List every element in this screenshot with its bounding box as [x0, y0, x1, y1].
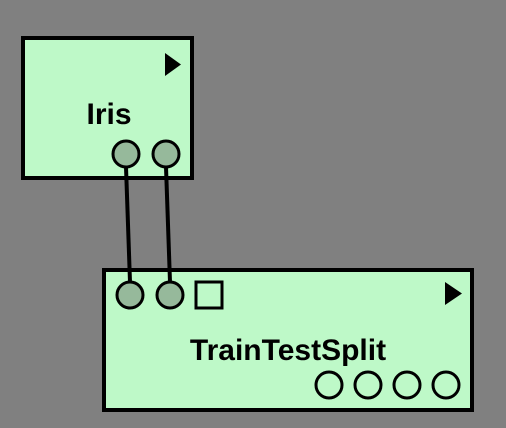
node-iris[interactable]: Iris	[21, 36, 194, 180]
output-port-circle[interactable]	[314, 370, 344, 400]
connection-edge[interactable]	[124, 166, 132, 283]
node-iris-title: Iris	[86, 98, 131, 131]
output-port-circle[interactable]	[111, 139, 141, 169]
node-traintestsplit-title: TrainTestSplit	[190, 334, 386, 367]
output-port-circle[interactable]	[353, 370, 383, 400]
input-port-circle[interactable]	[155, 280, 185, 310]
connection-edge[interactable]	[164, 166, 172, 283]
input-port-circle[interactable]	[115, 280, 145, 310]
output-port-circle[interactable]	[431, 370, 461, 400]
run-triangle-icon[interactable]	[445, 282, 462, 305]
run-triangle-icon[interactable]	[165, 53, 181, 76]
output-port-circle[interactable]	[392, 370, 422, 400]
node-traintestsplit[interactable]: TrainTestSplit	[102, 268, 474, 412]
output-port-circle[interactable]	[151, 139, 181, 169]
input-port-square[interactable]	[194, 280, 224, 310]
node-iris-box[interactable]	[21, 36, 194, 180]
